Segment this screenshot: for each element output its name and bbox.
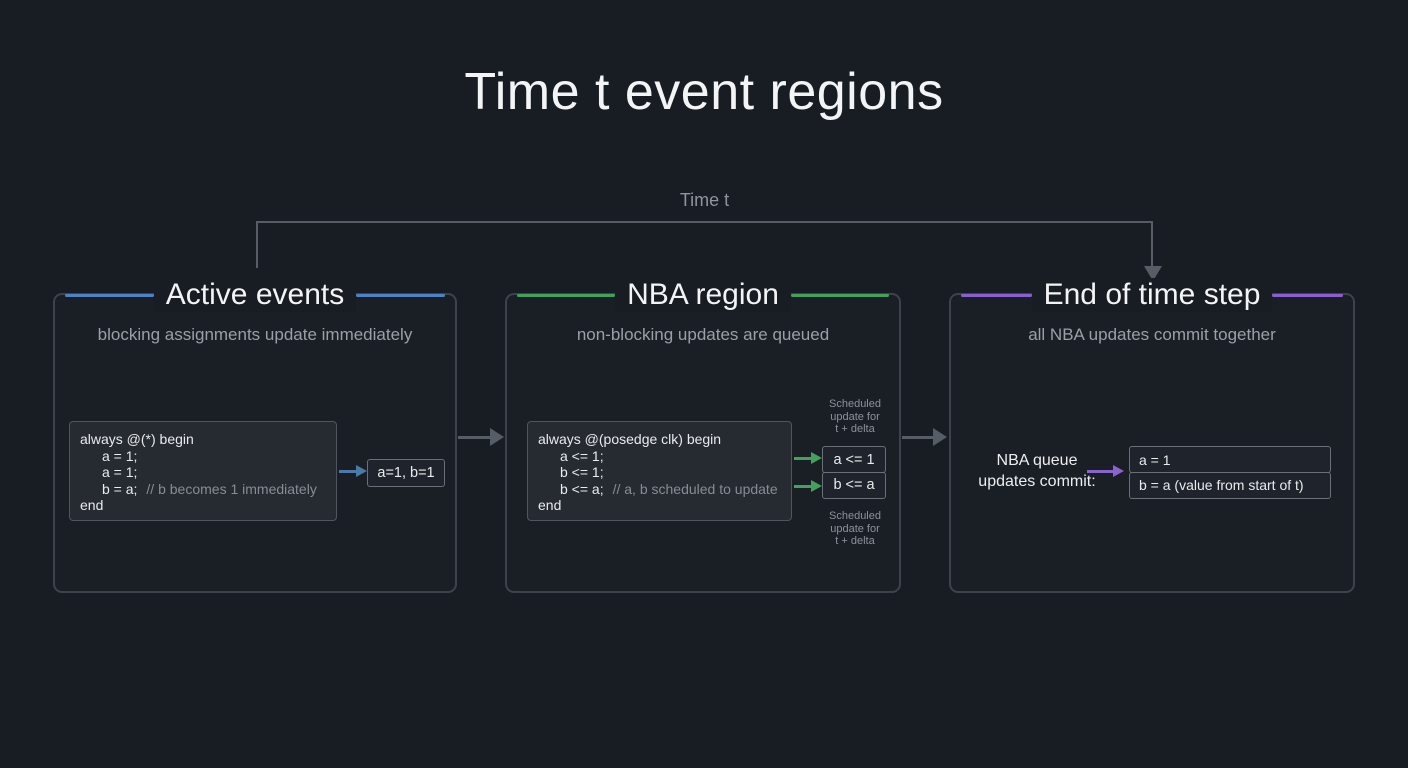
code-line: a = 1; xyxy=(102,464,138,480)
accent-line-left xyxy=(65,293,154,297)
code-statement: b <= a; xyxy=(560,480,604,497)
panel-subtitle-end-of-time-step: all NBA updates commit together xyxy=(1028,325,1276,344)
result-box: a=1, b=1 xyxy=(367,459,445,487)
code-line: end xyxy=(538,497,562,513)
code-line: b <= a; // a, b scheduled to update xyxy=(538,481,781,498)
panel-nba-region: NBA region non-blocking updates are queu… xyxy=(505,278,901,593)
panel-header-active-events: Active events xyxy=(65,277,446,313)
panel-header-nba-region: NBA region xyxy=(517,277,890,313)
code-line: end xyxy=(80,497,104,513)
accent-line-left xyxy=(517,293,616,297)
panel-end-of-time-step: End of time step all NBA updates commit … xyxy=(949,278,1355,593)
scheduled-update-label-top: Scheduled update for t + delta xyxy=(829,398,881,435)
accent-line-left xyxy=(961,293,1032,297)
panel-title-end-of-time-step: End of time step xyxy=(1031,278,1273,312)
accent-line-right xyxy=(356,293,446,297)
commit-label: NBA queue updates commit: xyxy=(978,452,1096,490)
commit-arrow-icon xyxy=(1087,470,1113,473)
scheduled-update-label-bottom: Scheduled update for t + delta xyxy=(829,510,881,547)
panel-title-nba-region: NBA region xyxy=(615,278,791,312)
queue-arrow-b-icon xyxy=(794,485,811,488)
nba-queue-stack: a <= 1 b <= a xyxy=(822,446,886,499)
time-t-label: Time t xyxy=(679,190,730,210)
commit-entry-a: a = 1 xyxy=(1129,446,1331,473)
flow-arrow-active-to-nba-icon xyxy=(458,436,490,439)
code-comment: // a, b scheduled to update xyxy=(612,480,778,497)
code-line: b = a; // b becomes 1 immediately xyxy=(80,481,326,498)
page-title: Time t event regions xyxy=(464,63,944,121)
queue-arrow-a-icon xyxy=(794,457,811,460)
accent-line-right xyxy=(790,293,890,297)
flow-arrow-nba-to-end-icon xyxy=(902,436,933,439)
code-line: always @(*) begin xyxy=(80,431,194,447)
bracket-down-arrow-icon xyxy=(1144,266,1162,281)
code-line: a = 1; xyxy=(102,447,138,464)
code-block-nonblocking: always @(posedge clk) begin a <= 1; b <=… xyxy=(527,421,792,521)
code-line: a <= 1; xyxy=(560,447,604,464)
code-block-blocking: always @(*) begin a = 1; a = 1; b = a; //… xyxy=(69,421,337,521)
panel-active-events: Active events blocking assignments updat… xyxy=(53,278,457,593)
code-line: always @(posedge clk) begin xyxy=(538,431,722,447)
code-comment: // b becomes 1 immediately xyxy=(146,480,317,497)
commit-stack: a = 1 b = a (value from start of t) xyxy=(1129,446,1331,499)
commit-entry-b: b = a (value from start of t) xyxy=(1129,471,1331,499)
queue-entry-a: a <= 1 xyxy=(822,446,886,473)
panel-subtitle-active-events: blocking assignments update immediately xyxy=(97,325,413,344)
panel-subtitle-nba-region: non-blocking updates are queued xyxy=(576,325,830,344)
panel-header-end-of-time-step: End of time step xyxy=(961,277,1344,313)
panel-title-active-events: Active events xyxy=(153,278,357,312)
accent-line-right xyxy=(1272,293,1344,297)
code-line: b <= 1; xyxy=(560,464,604,480)
code-statement: b = a; xyxy=(102,480,138,497)
result-arrow-icon xyxy=(339,470,356,473)
time-t-bracket xyxy=(256,221,1162,281)
queue-entry-b: b <= a xyxy=(822,471,886,499)
